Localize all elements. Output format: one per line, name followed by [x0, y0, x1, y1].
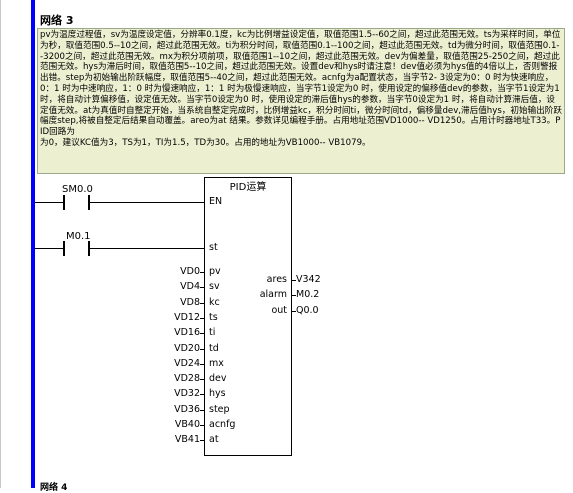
pid-function-block[interactable] — [204, 177, 292, 456]
input-pin-td: td — [209, 342, 219, 354]
input-pin-ts: ts — [209, 311, 218, 323]
output-operand-out[interactable]: Q0.0 — [296, 304, 319, 316]
input-tick-mx — [200, 363, 204, 365]
network-comment-box[interactable] — [37, 28, 565, 174]
output-pin-alarm: alarm — [259, 289, 287, 301]
input-tick-ti — [200, 333, 204, 335]
input-tick-at — [200, 440, 204, 442]
wire-rail-to-sm0-0 — [35, 202, 63, 203]
input-operand-sv[interactable]: VD4 — [180, 281, 200, 293]
contact-sm0-0-label: SM0.0 — [62, 184, 93, 195]
input-pin-sv: sv — [209, 281, 220, 293]
input-operand-mx[interactable]: VD24 — [174, 357, 200, 369]
input-tick-pv — [200, 272, 204, 273]
input-tick-td — [200, 348, 204, 350]
input-operand-acnfg[interactable]: VB40 — [174, 419, 200, 430]
input-tick-kc — [200, 302, 204, 304]
input-operand-ts[interactable]: VD12 — [174, 311, 200, 323]
output-tick-ares — [292, 280, 296, 281]
output-tick-out — [292, 310, 296, 312]
input-tick-acnfg — [200, 425, 204, 426]
contact-m0-1-right[interactable] — [88, 241, 90, 256]
pin-en: EN — [209, 196, 223, 207]
output-pin-ares: ares — [266, 274, 287, 285]
contact-sm0-0-right[interactable] — [88, 195, 90, 210]
editor-gutter — [0, 0, 1, 488]
wire-m0-1-to-st — [90, 248, 204, 249]
input-pin-kc: kc — [209, 296, 220, 308]
output-operand-alarm[interactable]: M0.2 — [296, 289, 320, 301]
next-network-title[interactable]: 网络 4 — [40, 483, 68, 493]
pin-st: st — [209, 242, 218, 253]
network-comment-body: pv为温度过程值，sv为温度设定值，分辨率0.1度，kc为比例增益设定值，取值范… — [40, 30, 562, 138]
input-pin-at: at — [209, 434, 219, 446]
input-pin-pv: pv — [209, 266, 221, 277]
contact-m0-1-label: M0.1 — [66, 231, 91, 242]
input-tick-dev — [200, 379, 204, 381]
input-pin-ti: ti — [209, 327, 216, 339]
wire-sm0-0-to-en — [90, 202, 204, 203]
input-tick-sv — [200, 287, 204, 289]
input-operand-ti[interactable]: VD16 — [174, 327, 200, 339]
network-title[interactable]: 网络 3 — [40, 14, 74, 27]
network-comment-line2: 为0，建议KC值为3，TS为1，TI为1.5，TD为30。占用的地址为VB100… — [40, 137, 371, 148]
input-operand-dev[interactable]: VD28 — [174, 373, 200, 385]
input-operand-hys[interactable]: VD32 — [174, 388, 200, 400]
wire-rail-to-m0-1 — [35, 248, 63, 249]
input-pin-dev: dev — [209, 373, 227, 385]
input-tick-ts — [200, 317, 204, 319]
input-operand-at[interactable]: VB41 — [174, 434, 200, 446]
input-tick-step — [200, 409, 204, 411]
left-power-rail — [31, 0, 35, 488]
input-pin-acnfg: acnfg — [209, 419, 236, 430]
pid-block-title: PID运算 — [229, 182, 267, 193]
output-tick-alarm — [292, 295, 296, 297]
contact-m0-1-left[interactable] — [63, 241, 65, 256]
contact-sm0-0-left[interactable] — [63, 195, 65, 210]
output-operand-ares[interactable]: V342 — [296, 274, 321, 285]
input-pin-step: step — [209, 403, 230, 415]
input-operand-pv[interactable]: VD0 — [180, 266, 200, 277]
network-comment: pv为温度过程值，sv为温度设定值，分辨率0.1度，kc为比例增益设定值，取值范… — [40, 30, 562, 149]
input-tick-hys — [200, 394, 204, 396]
input-operand-kc[interactable]: VD8 — [180, 296, 200, 308]
input-operand-step[interactable]: VD36 — [174, 403, 200, 415]
input-pin-mx: mx — [209, 357, 224, 369]
input-operand-td[interactable]: VD20 — [174, 342, 200, 354]
input-pin-hys: hys — [209, 388, 226, 400]
output-pin-out: out — [271, 304, 287, 316]
